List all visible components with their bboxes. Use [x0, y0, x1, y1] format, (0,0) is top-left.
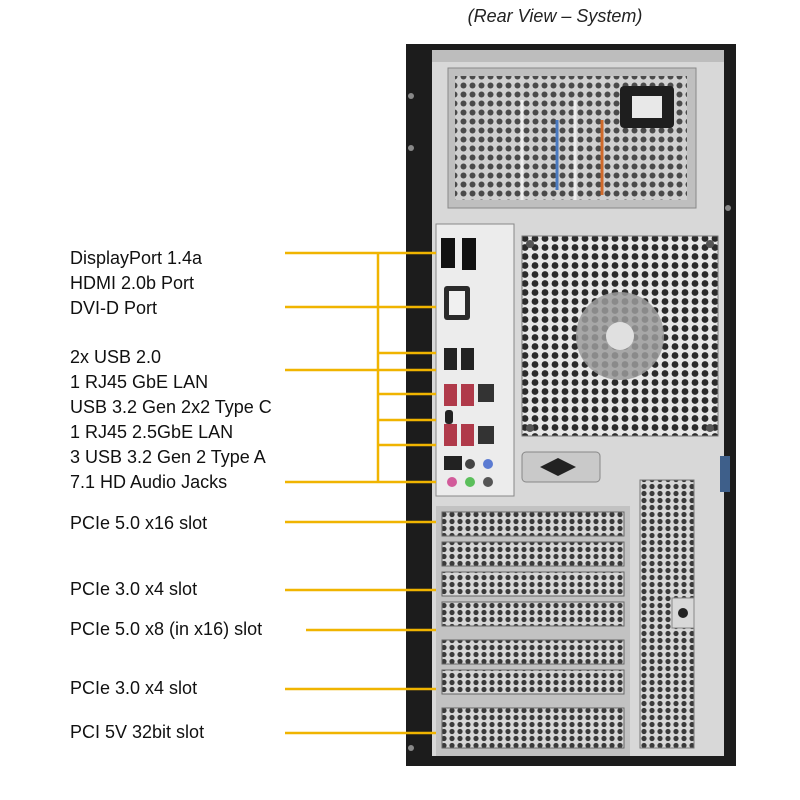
slot-bracket-6 [441, 669, 625, 695]
label-rj45-gbe: 1 RJ45 GbE LAN [70, 372, 209, 392]
label-pcie-slot-4: PCIe 3.0 x4 slot [70, 678, 198, 698]
padlock-loop-icon [540, 458, 576, 476]
label-displayport: DisplayPort 1.4a [70, 248, 203, 268]
slot-bracket-2 [441, 541, 625, 567]
usb2-port-icon [461, 348, 474, 370]
expansion-slots [436, 506, 630, 756]
slot-bracket-7 [441, 707, 625, 749]
slot-bracket-1 [441, 511, 625, 537]
power-inlet-socket [632, 96, 662, 118]
audio-jack-icon [483, 477, 493, 487]
label-dvi: DVI-D Port [70, 298, 158, 318]
usb-a-port-icon [461, 384, 474, 406]
io-shield [435, 223, 515, 497]
screw-icon [408, 145, 414, 151]
lock-icon [678, 608, 688, 618]
label-usb-a: 3 USB 3.2 Gen 2 Type A [70, 447, 266, 467]
rj45-gbe-icon [478, 384, 494, 402]
rear-fan [521, 235, 719, 437]
label-pcie-slot-3: PCIe 5.0 x8 (in x16) slot [70, 619, 263, 639]
label-rj45-25: 1 RJ45 2.5GbE LAN [70, 422, 234, 442]
usb-a-port-icon [444, 384, 457, 406]
usb-c-port-icon [445, 410, 453, 424]
top-rim [432, 50, 724, 62]
usb-a-port-icon [444, 424, 457, 446]
side-vent [639, 479, 695, 749]
fan-hub-center [606, 322, 634, 350]
audio-jack-icon [465, 477, 475, 487]
screw-icon [408, 93, 414, 99]
slot-bracket-5 [441, 639, 625, 665]
label-pcie-slot-1: PCIe 5.0 x16 slot [70, 513, 208, 533]
label-hdmi: HDMI 2.0b Port [70, 273, 195, 293]
leader-lines [285, 251, 436, 735]
audio-jack-icon [483, 459, 493, 469]
slot-bracket-3 [441, 571, 625, 597]
optical-out-icon [444, 456, 462, 470]
label-usb20: 2x USB 2.0 [70, 347, 162, 367]
slot-bracket-4 [441, 601, 625, 627]
label-audio: 7.1 HD Audio Jacks [70, 472, 228, 492]
screw-icon [408, 745, 414, 751]
power-supply [447, 67, 697, 209]
rj45-25g-icon [478, 426, 494, 444]
screw-icon [725, 205, 731, 211]
label-pci-slot-5: PCI 5V 32bit slot [70, 722, 205, 742]
diagram-caption: (Rear View – System) [467, 6, 643, 26]
label-pcie-slot-2: PCIe 3.0 x4 slot [70, 579, 198, 599]
hdmi-icon [462, 238, 476, 270]
audio-jack-icon [465, 459, 475, 469]
usb-a-port-icon [461, 424, 474, 446]
side-latch [720, 456, 730, 492]
audio-jack-icon [447, 477, 457, 487]
displayport-icon [441, 238, 455, 268]
padlock-loop [521, 451, 601, 483]
label-usb-c: USB 3.2 Gen 2x2 Type C [70, 397, 272, 417]
usb2-port-icon [444, 348, 457, 370]
